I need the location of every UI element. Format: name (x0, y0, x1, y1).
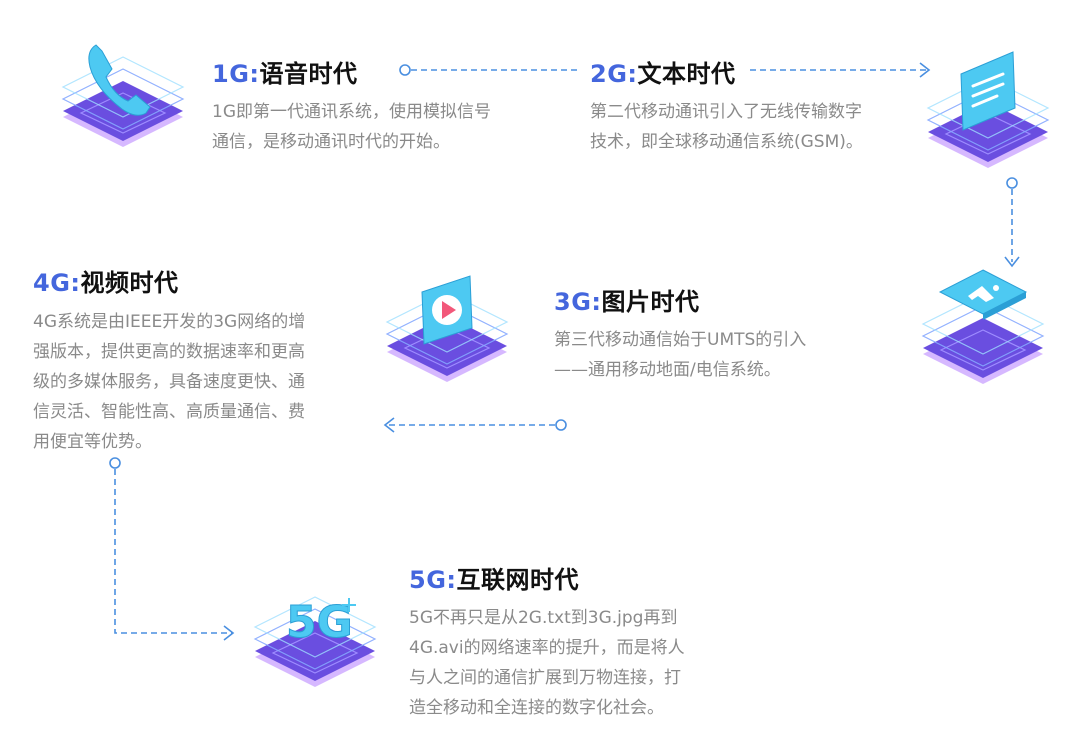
stage-2g-description: 第二代移动通讯引入了无线传输数字 技术，即全球移动通信系统(GSM)。 (590, 102, 863, 152)
generation-label: 5G: (409, 566, 457, 594)
text-document-icon (926, 51, 1050, 168)
stage-1g-description: 1G即第一代通讯系统，使用模拟信号 通信，是移动通讯时代的开始。 (212, 102, 491, 152)
era-name: 语音时代 (259, 60, 358, 88)
stage-5g-title: 5G:互联网时代 (409, 560, 579, 595)
generation-label: 3G: (554, 288, 602, 316)
era-name: 文本时代 (637, 60, 736, 88)
stage-3g-description: 第三代移动通信始于UMTS的引入 ——通用移动地面/电信系统。 (554, 330, 807, 380)
generation-label: 4G: (33, 269, 81, 297)
phone-icon (61, 44, 185, 147)
connector-1g-2g (399, 62, 931, 78)
video-play-icon (385, 275, 509, 382)
5g-icon: 5G (253, 596, 377, 687)
platform (926, 77, 1050, 168)
generation-label: 2G: (590, 60, 638, 88)
platform (253, 596, 377, 687)
stage-2g-title: 2G:文本时代 (590, 54, 736, 89)
era-name: 图片时代 (601, 288, 700, 316)
stage-3g-title: 3G:图片时代 (554, 282, 700, 317)
era-name: 视频时代 (80, 269, 179, 297)
connector-4g-5g (109, 457, 235, 641)
stage-4g-description: 4G系统是由IEEE开发的3G网络的增 强版本，提供更高的数据速率和更高 级的多… (33, 312, 306, 452)
stage-4g-title: 4G:视频时代 (33, 263, 179, 298)
connector-3g-4g (383, 417, 567, 433)
generation-label: 1G: (212, 60, 260, 88)
5g-icon-text: 5G (286, 597, 353, 648)
platform (61, 56, 185, 147)
stage-1g-title: 1G:语音时代 (212, 54, 358, 89)
stage-5g-description: 5G不再只是从2G.txt到3G.jpg再到 4G.avi的网络速率的提升，而是… (409, 608, 685, 718)
platform (921, 293, 1045, 384)
platform (385, 291, 509, 382)
image-icon (921, 269, 1045, 384)
era-name: 互联网时代 (456, 566, 579, 594)
connector-2g-3g (1004, 177, 1020, 268)
